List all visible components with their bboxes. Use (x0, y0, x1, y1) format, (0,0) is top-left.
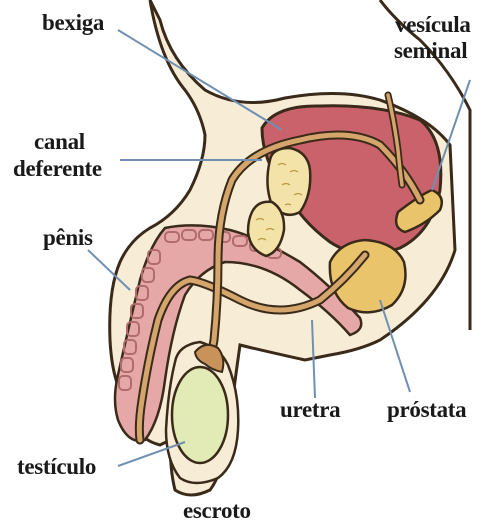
label-vesicula-seminal-line2: seminal (394, 40, 467, 62)
label-vesicula-seminal-line1: vesícula (395, 14, 471, 36)
label-prostata: próstata (387, 399, 466, 421)
label-testiculo: testículo (17, 456, 96, 478)
label-canal-deferente-line1: canal (34, 131, 85, 153)
label-canal-deferente-line2: deferente (13, 158, 102, 180)
label-penis: pênis (43, 227, 93, 249)
label-uretra: uretra (280, 399, 340, 421)
label-escroto: escroto (183, 500, 251, 522)
label-bexiga: bexiga (42, 12, 104, 34)
testicle (172, 367, 228, 463)
